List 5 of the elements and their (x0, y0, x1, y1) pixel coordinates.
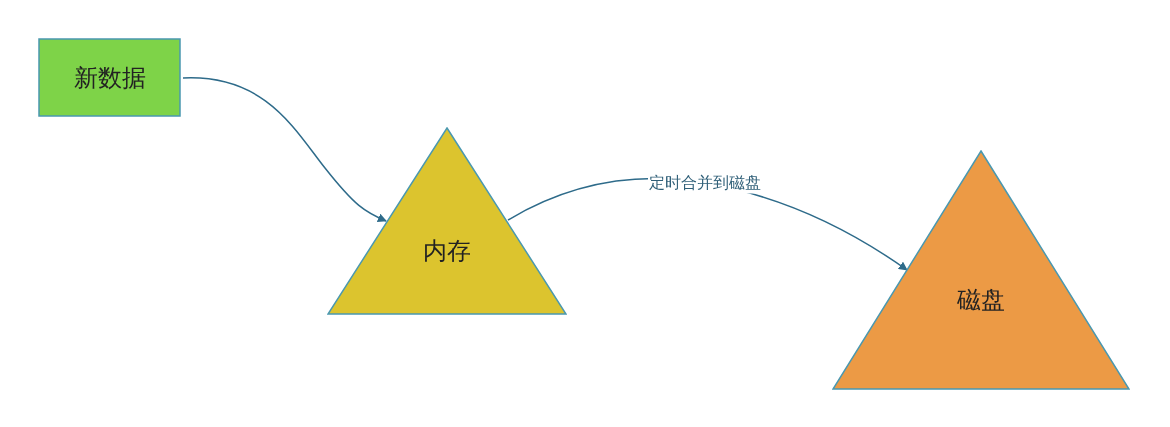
triangle: 磁盘 (832, 150, 1130, 390)
edge-label: 定时合并到磁盘 (648, 172, 762, 194)
triangle: 内存 (327, 127, 567, 315)
arrow (182, 77, 387, 222)
process-box: 新数据 (38, 38, 181, 117)
